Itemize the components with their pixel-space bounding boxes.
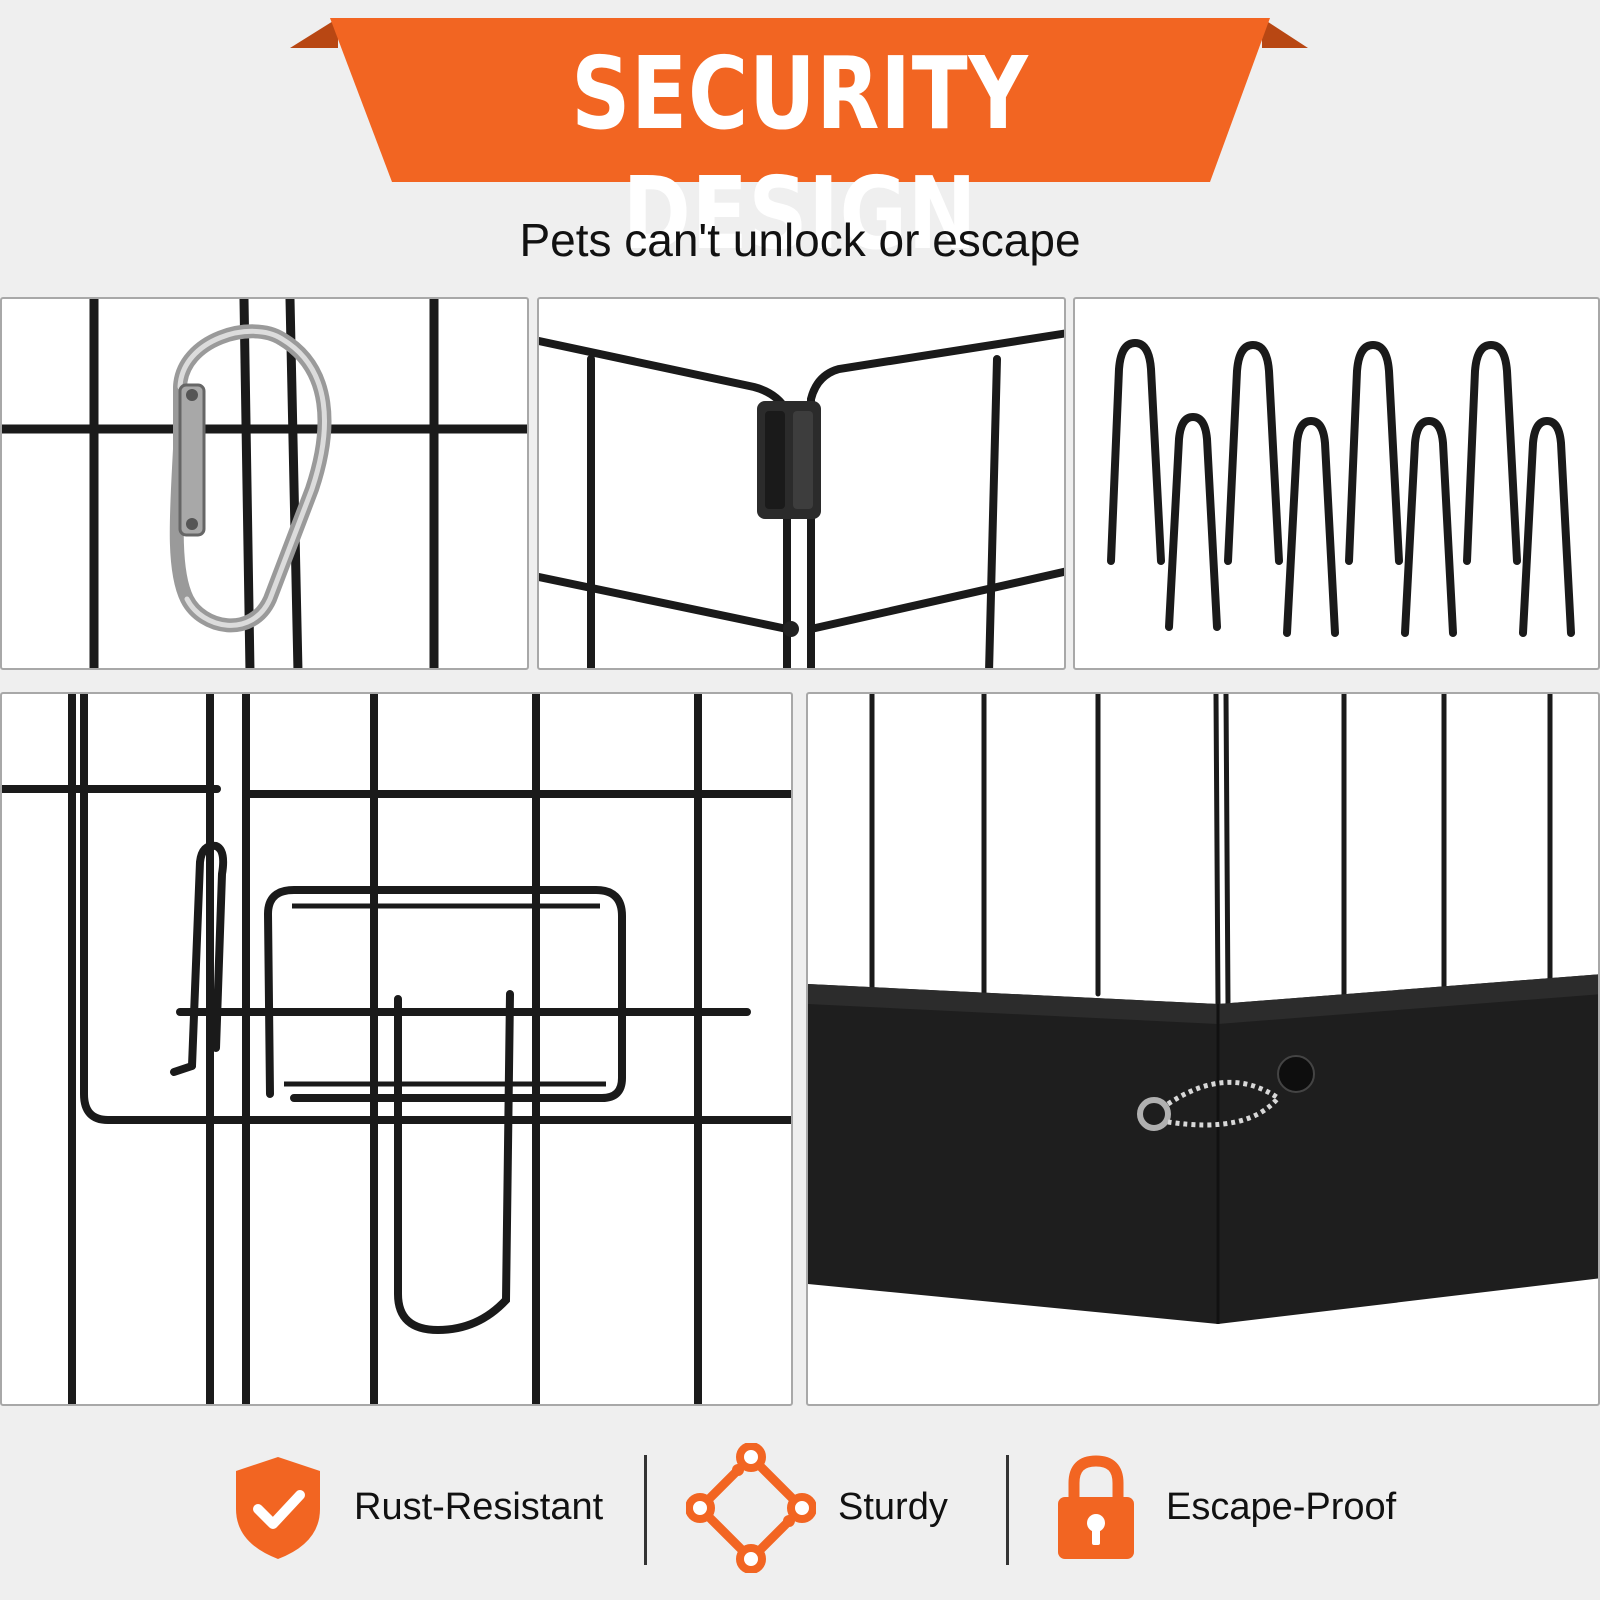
panel-carabiner-clip bbox=[0, 297, 529, 670]
panel-door-latch bbox=[0, 692, 793, 1406]
hinge-illustration bbox=[539, 329, 1064, 668]
stakes-illustration bbox=[1107, 338, 1575, 637]
padlock-icon bbox=[1058, 1454, 1134, 1559]
banner-ribbon-shape bbox=[290, 18, 1308, 182]
feature-label-sturdy: Sturdy bbox=[838, 1486, 948, 1528]
security-design-banner: SECURITY DESIGN bbox=[0, 0, 1600, 272]
feature-sturdy: Sturdy bbox=[686, 1415, 986, 1600]
feature-divider bbox=[1006, 1455, 1009, 1565]
features-row: Rust-Resistant Sturdy Escape-Proof bbox=[0, 1415, 1600, 1600]
panel-hinge-connector bbox=[537, 297, 1066, 670]
carabiner-illustration bbox=[2, 299, 527, 668]
feature-label-rust-resistant: Rust-Resistant bbox=[354, 1486, 604, 1528]
feature-escape-proof: Escape-Proof bbox=[1056, 1415, 1476, 1600]
subtitle: Pets can't unlock or escape bbox=[519, 214, 1081, 266]
feature-divider bbox=[644, 1455, 647, 1565]
diamond-nodes-icon bbox=[686, 1442, 816, 1573]
feature-rust-resistant: Rust-Resistant bbox=[232, 1415, 632, 1600]
fabric-cover-illustration bbox=[808, 694, 1598, 1324]
panel-fabric-bottom-cover bbox=[806, 692, 1600, 1406]
banner-title: SECURITY DESIGN bbox=[571, 35, 1029, 272]
feature-label-escape-proof: Escape-Proof bbox=[1166, 1486, 1397, 1528]
panel-ground-stakes bbox=[1073, 297, 1600, 670]
latch-illustration bbox=[2, 694, 791, 1404]
shield-check-icon bbox=[236, 1456, 320, 1559]
